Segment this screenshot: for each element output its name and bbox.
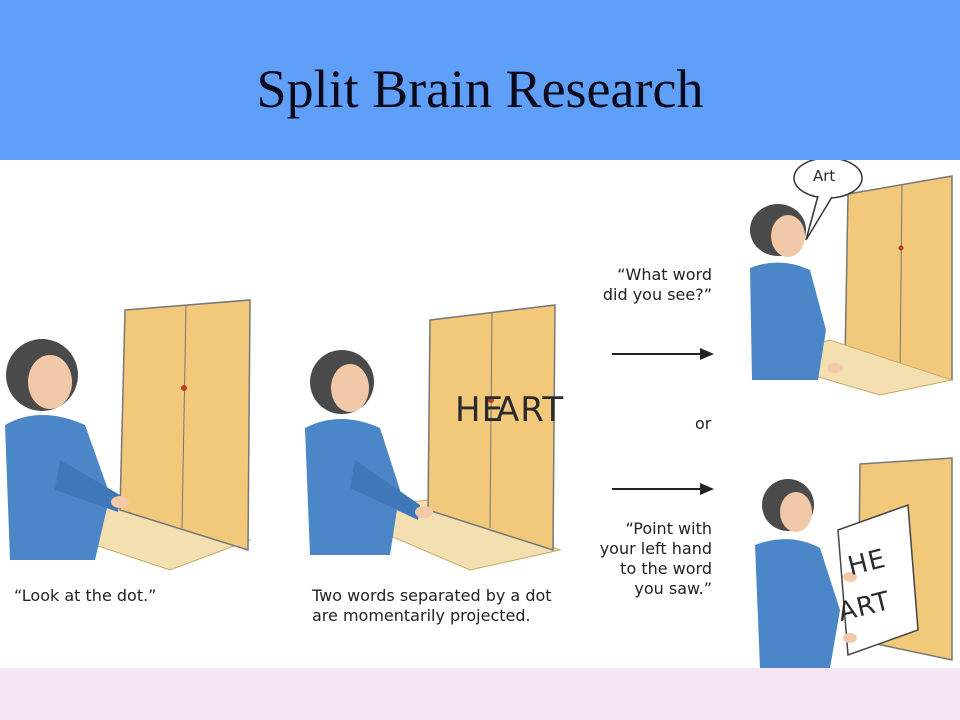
speech-bubble-tail bbox=[805, 195, 833, 241]
screen-word-right: ART bbox=[496, 390, 565, 430]
screen-3 bbox=[844, 175, 953, 381]
panel-verbal-report bbox=[750, 160, 954, 396]
caption-point-line4: you saw.” bbox=[634, 579, 712, 598]
bottom-band bbox=[0, 668, 960, 720]
caption-what-word-line1: “What word bbox=[617, 265, 712, 284]
arrow-bottom-head bbox=[700, 483, 714, 495]
caption-point-line1: “Point with bbox=[625, 519, 712, 538]
screen-1-divider bbox=[181, 305, 187, 529]
caption-projected-line1: Two words separated by a dot bbox=[312, 586, 552, 605]
fixation-dot-1 bbox=[181, 385, 187, 391]
fixation-dot-2 bbox=[488, 397, 494, 403]
subject-1 bbox=[5, 339, 129, 560]
arrow-top-head bbox=[700, 348, 714, 360]
split-brain-illustration bbox=[5, 160, 954, 668]
word-card bbox=[837, 503, 919, 657]
screen-word-left: HE bbox=[455, 390, 505, 430]
subject-3 bbox=[750, 204, 843, 380]
panel-words-projected bbox=[305, 304, 562, 571]
title-band bbox=[0, 0, 960, 160]
screen-1 bbox=[119, 299, 251, 552]
caption-point-line3: to the word bbox=[620, 559, 712, 578]
caption-projected-line2: are momentarily projected. bbox=[312, 606, 531, 625]
subject-4 bbox=[755, 479, 857, 668]
slide-title: Split Brain Research bbox=[256, 59, 704, 119]
arrows bbox=[612, 348, 714, 495]
screen-2-divider bbox=[489, 311, 493, 529]
caption-point: “Point with your left hand to the word y… bbox=[560, 519, 712, 599]
screen-2 bbox=[427, 304, 556, 552]
subject-2 bbox=[305, 350, 433, 555]
caption-projected: Two words separated by a dot are momenta… bbox=[312, 586, 552, 626]
panel-point-to-word bbox=[755, 457, 953, 668]
caption-point-line2: your left hand bbox=[599, 539, 712, 558]
caption-look-at-dot: “Look at the dot.” bbox=[14, 586, 157, 605]
speech-word: Art bbox=[813, 167, 836, 185]
caption-what-word: “What word did you see?” bbox=[560, 265, 712, 305]
panel-look-at-dot bbox=[5, 299, 252, 571]
caption-or: or bbox=[695, 414, 712, 433]
fixation-dot-3 bbox=[898, 245, 904, 251]
caption-what-word-line2: did you see?” bbox=[602, 285, 712, 304]
screen-3-divider bbox=[899, 184, 903, 373]
